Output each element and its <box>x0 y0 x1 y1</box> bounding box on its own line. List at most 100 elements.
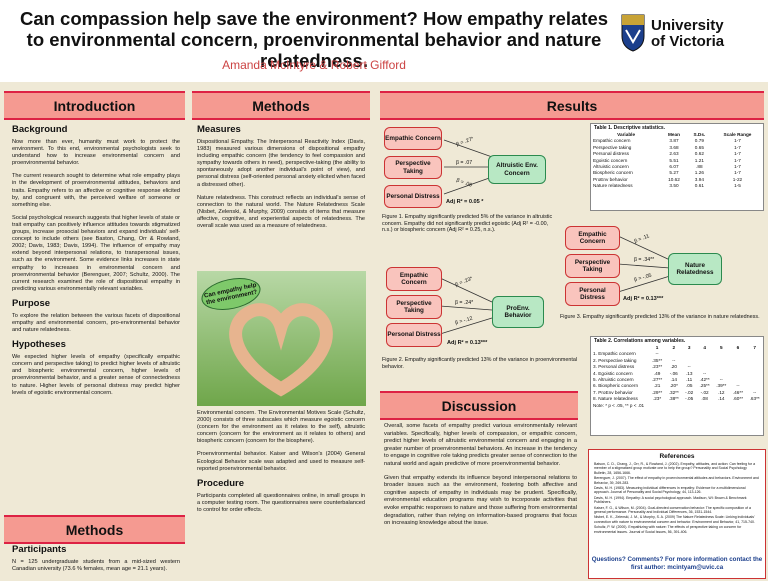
reference-item: Kaiser, F. G., & Wilson, M. (2004). Goal… <box>594 505 751 515</box>
table-cell: .12 <box>718 389 725 395</box>
table-cell: .88 <box>696 164 703 170</box>
hypotheses-text: We expected higher levels of empathy (sp… <box>12 354 180 396</box>
section-discussion: Discussion <box>380 391 578 420</box>
table-header-cell: 5 <box>719 345 723 350</box>
table-cell: .13 <box>685 370 693 376</box>
measures-block-2: Environmental concern. The Environmental… <box>197 410 365 520</box>
fig2-personal-distress: Personal Distress <box>386 323 442 347</box>
table-cell: .08 <box>701 396 708 402</box>
section-methods: Methods <box>192 91 370 120</box>
fig2-beta-2: β = .24* <box>455 300 474 306</box>
table-cell: 3.94 <box>694 176 704 182</box>
fig2-caption: Figure 2. Empathy significantly predicte… <box>382 357 578 370</box>
reference-item: Nisbet, E. K., Zelenski, J. M., & Murphy… <box>594 515 755 524</box>
table-cell: .23* <box>652 396 662 402</box>
discussion-block: Overall, some facets of empathy predict … <box>384 423 577 534</box>
table-cell: -.02 <box>700 389 709 395</box>
table-cell: .21 <box>653 383 661 389</box>
fig1-perspective-taking: Perspective Taking <box>384 156 442 179</box>
table-cell: 3.87 <box>669 138 679 144</box>
table-cell: 3.68 <box>669 144 679 150</box>
table-cell: Personal distress <box>593 151 629 157</box>
table-cell: 0.65 <box>694 144 704 150</box>
intro-p3: Social psychological research suggests t… <box>12 214 180 292</box>
table-cell: 1-7 <box>734 138 741 144</box>
table-cell: 1-7 <box>734 151 741 157</box>
participants-heading: Participants <box>12 544 67 555</box>
logo-line-2: of Victoria <box>651 33 725 50</box>
table-header-cell: 1 <box>655 345 659 350</box>
references-list: Batson, C. D., Chang, J., Orr, R., & Row… <box>589 460 765 537</box>
header: Can compassion help save the environment… <box>0 0 768 82</box>
fig2-adj-r2: Adj R² = 0.13*** <box>447 340 488 346</box>
table-header-cell: Mean <box>668 132 680 137</box>
table-row: Personal distress 2.63 0.62 1-7 <box>591 151 763 157</box>
table-cell: 5. Altruistic concern <box>593 377 634 383</box>
fig3-outcome: Nature Relatedness <box>668 253 722 285</box>
fig3-adj-r2: Adj R² = 0.13*** <box>623 296 664 302</box>
table-cell: .05 <box>685 383 693 389</box>
table-row: 7. ProEnv behavior.29**.32**-.02-.02.12.… <box>591 390 763 396</box>
table-cell: 3.50 <box>669 183 679 189</box>
reference-item: Berenguer, J. (2007). The effect of empa… <box>594 476 759 485</box>
table-cell: 1.26 <box>694 170 704 176</box>
table-cell: 2. Perspective taking <box>593 357 637 363</box>
table-cell: 0.62 <box>694 151 704 157</box>
intro-p2: The current research sought to determine… <box>12 173 180 208</box>
table-cell: -.02 <box>685 389 694 395</box>
table-cell: Nature relatedness <box>593 183 633 189</box>
measures-p1: Dispositional Empathy. The Interpersonal… <box>197 139 365 188</box>
table-cell: .27** <box>651 377 663 383</box>
fig1-empathic-concern: Empathic Concern <box>384 127 442 150</box>
table2-caption: Table 2. Correlations among variables. <box>594 338 686 344</box>
table-cell: .23** <box>651 364 663 370</box>
table-cell: .14 <box>670 377 677 383</box>
logo-wordmark: University of Victoria <box>651 18 724 50</box>
table-cell: 5.51 <box>669 157 679 163</box>
background-heading: Background <box>12 124 68 135</box>
table-cell: -- <box>753 389 757 395</box>
table-cell: 1. Empathic concern <box>593 351 636 357</box>
fig1-beta-2: β = .07 <box>456 160 473 166</box>
fig2-arrows <box>439 277 493 335</box>
university-logo: University of Victoria <box>621 14 761 64</box>
table-cell: 1-22 <box>732 176 743 182</box>
intro-p1: Now more than ever, humanity must work t… <box>12 139 180 167</box>
reference-item: Schultz, P. W. (2000). Empathizing with … <box>594 525 742 534</box>
table-cell: .35** <box>651 357 663 363</box>
table-cell: .38** <box>668 396 679 402</box>
poster-title: Can compassion help save the environment… <box>19 8 609 71</box>
table-cell: .46** <box>732 389 744 395</box>
table-cell: 1-7 <box>734 144 741 150</box>
table-cell: -.06 <box>669 370 678 376</box>
table-cell: 3. Personal distress <box>593 364 635 370</box>
heart-hands-icon <box>229 303 333 397</box>
hypotheses-heading: Hypotheses <box>12 339 66 351</box>
table-cell: -- <box>687 364 691 370</box>
fig2-perspective-taking: Perspective Taking <box>386 295 442 319</box>
table-cell: .25** <box>699 383 710 389</box>
table-row: 1. Empathic concern-- <box>591 351 763 357</box>
measures-p2: Nature relatedness. This construct refle… <box>197 194 365 230</box>
fig2-outcome: ProEnv. Behavior <box>492 296 544 328</box>
table-cell: 2.63 <box>669 151 679 157</box>
fig2-empathic-concern: Empathic Concern <box>386 267 442 291</box>
table-cell: 0.79 <box>694 138 704 144</box>
table-header-cell: 4 <box>703 345 706 350</box>
table-cell: 1-7 <box>734 170 741 176</box>
table-cell: 5.27 <box>669 170 679 176</box>
participants-block: Participants N = 125 undergraduate stude… <box>12 543 180 579</box>
hands-heart-photo: Can empathy help the environment? <box>197 271 366 406</box>
table-cell: 1-7 <box>734 157 741 163</box>
fig3-personal-distress: Personal Distress <box>565 282 620 306</box>
table-header-cell: Variable <box>617 132 636 137</box>
fig1-arrows <box>443 139 496 195</box>
table-header-cell: 3 <box>687 345 691 350</box>
